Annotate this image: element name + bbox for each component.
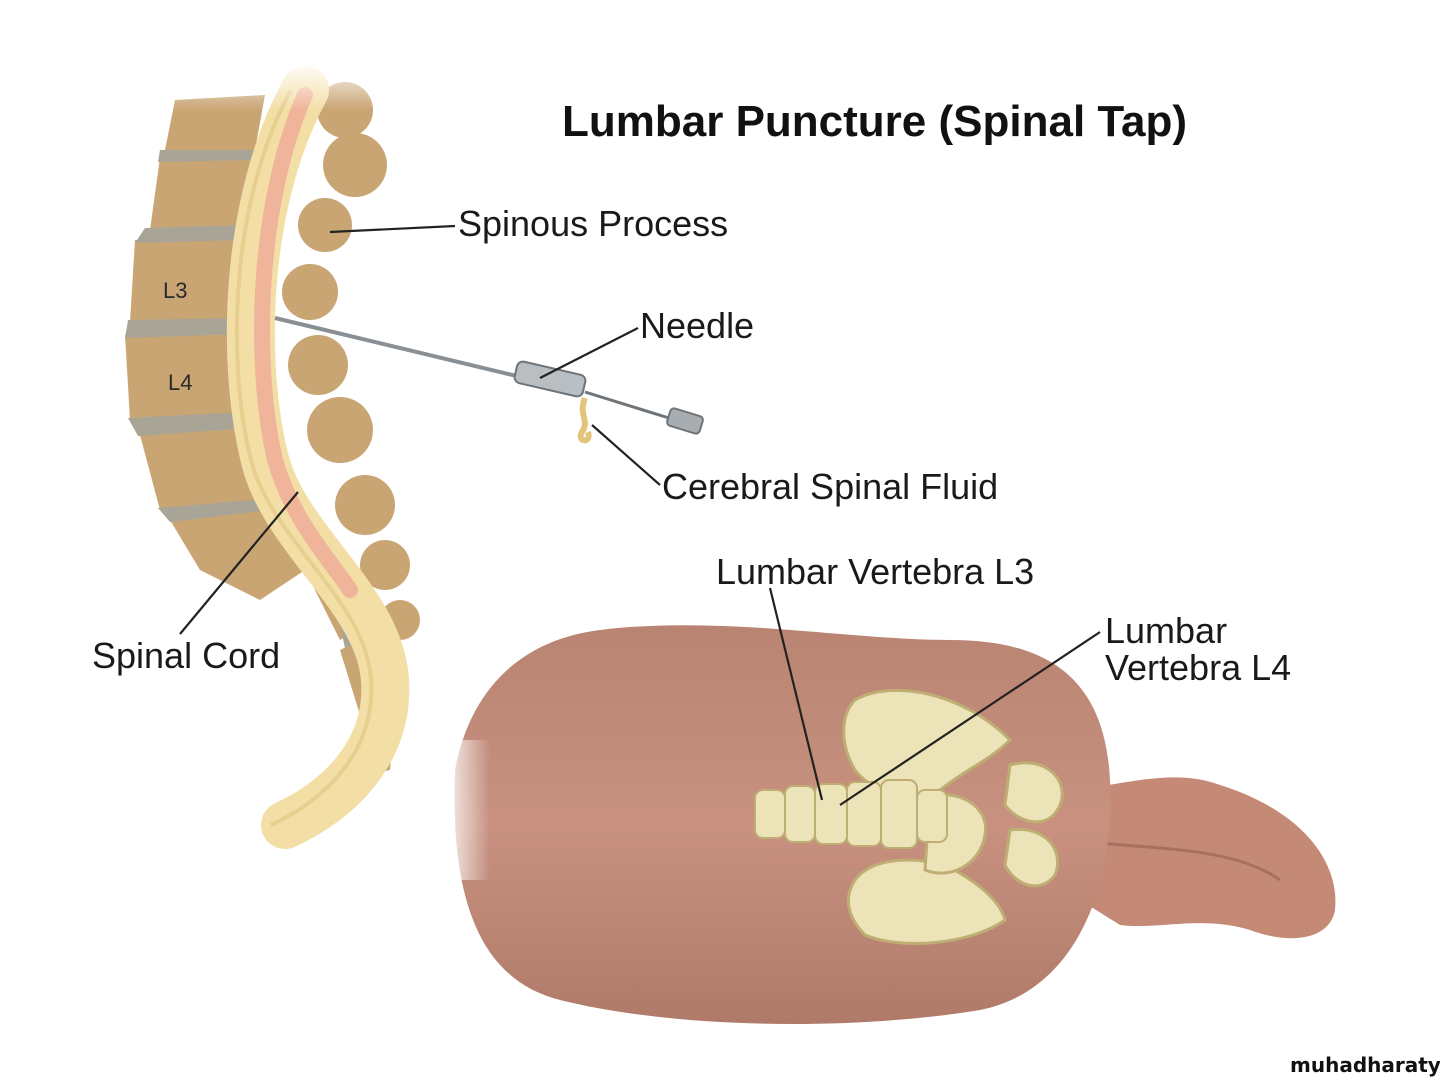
- spinal-cord: [254, 87, 358, 598]
- spine-section: L3 L4: [0, 60, 460, 849]
- vertebra-l3-label: L3: [163, 278, 187, 303]
- label-lumbar-vertebra-l4-line1: Lumbar: [1105, 610, 1227, 651]
- needle: [274, 316, 704, 444]
- csf-drop: [577, 396, 592, 444]
- label-lumbar-vertebra-l3: Lumbar Vertebra L3: [716, 551, 1034, 592]
- leader-lines: [179, 224, 1101, 806]
- diagram-title: Lumbar Puncture (Spinal Tap): [562, 97, 1187, 146]
- label-lumbar-vertebra-l4-line2: Vertebra L4: [1105, 647, 1291, 688]
- label-spinous-process: Spinous Process: [458, 203, 728, 244]
- patient-body: [440, 625, 1336, 1024]
- label-spinal-cord: Spinal Cord: [92, 635, 280, 676]
- pelvis: [842, 688, 1064, 945]
- watermark: muhadharaty.com: [1290, 1053, 1440, 1077]
- vertebra-l4-label: L4: [168, 370, 192, 395]
- leg: [1080, 777, 1336, 939]
- label-csf: Cerebral Spinal Fluid: [662, 466, 998, 507]
- label-needle: Needle: [640, 305, 754, 346]
- lumbar-vertebrae: [754, 779, 948, 849]
